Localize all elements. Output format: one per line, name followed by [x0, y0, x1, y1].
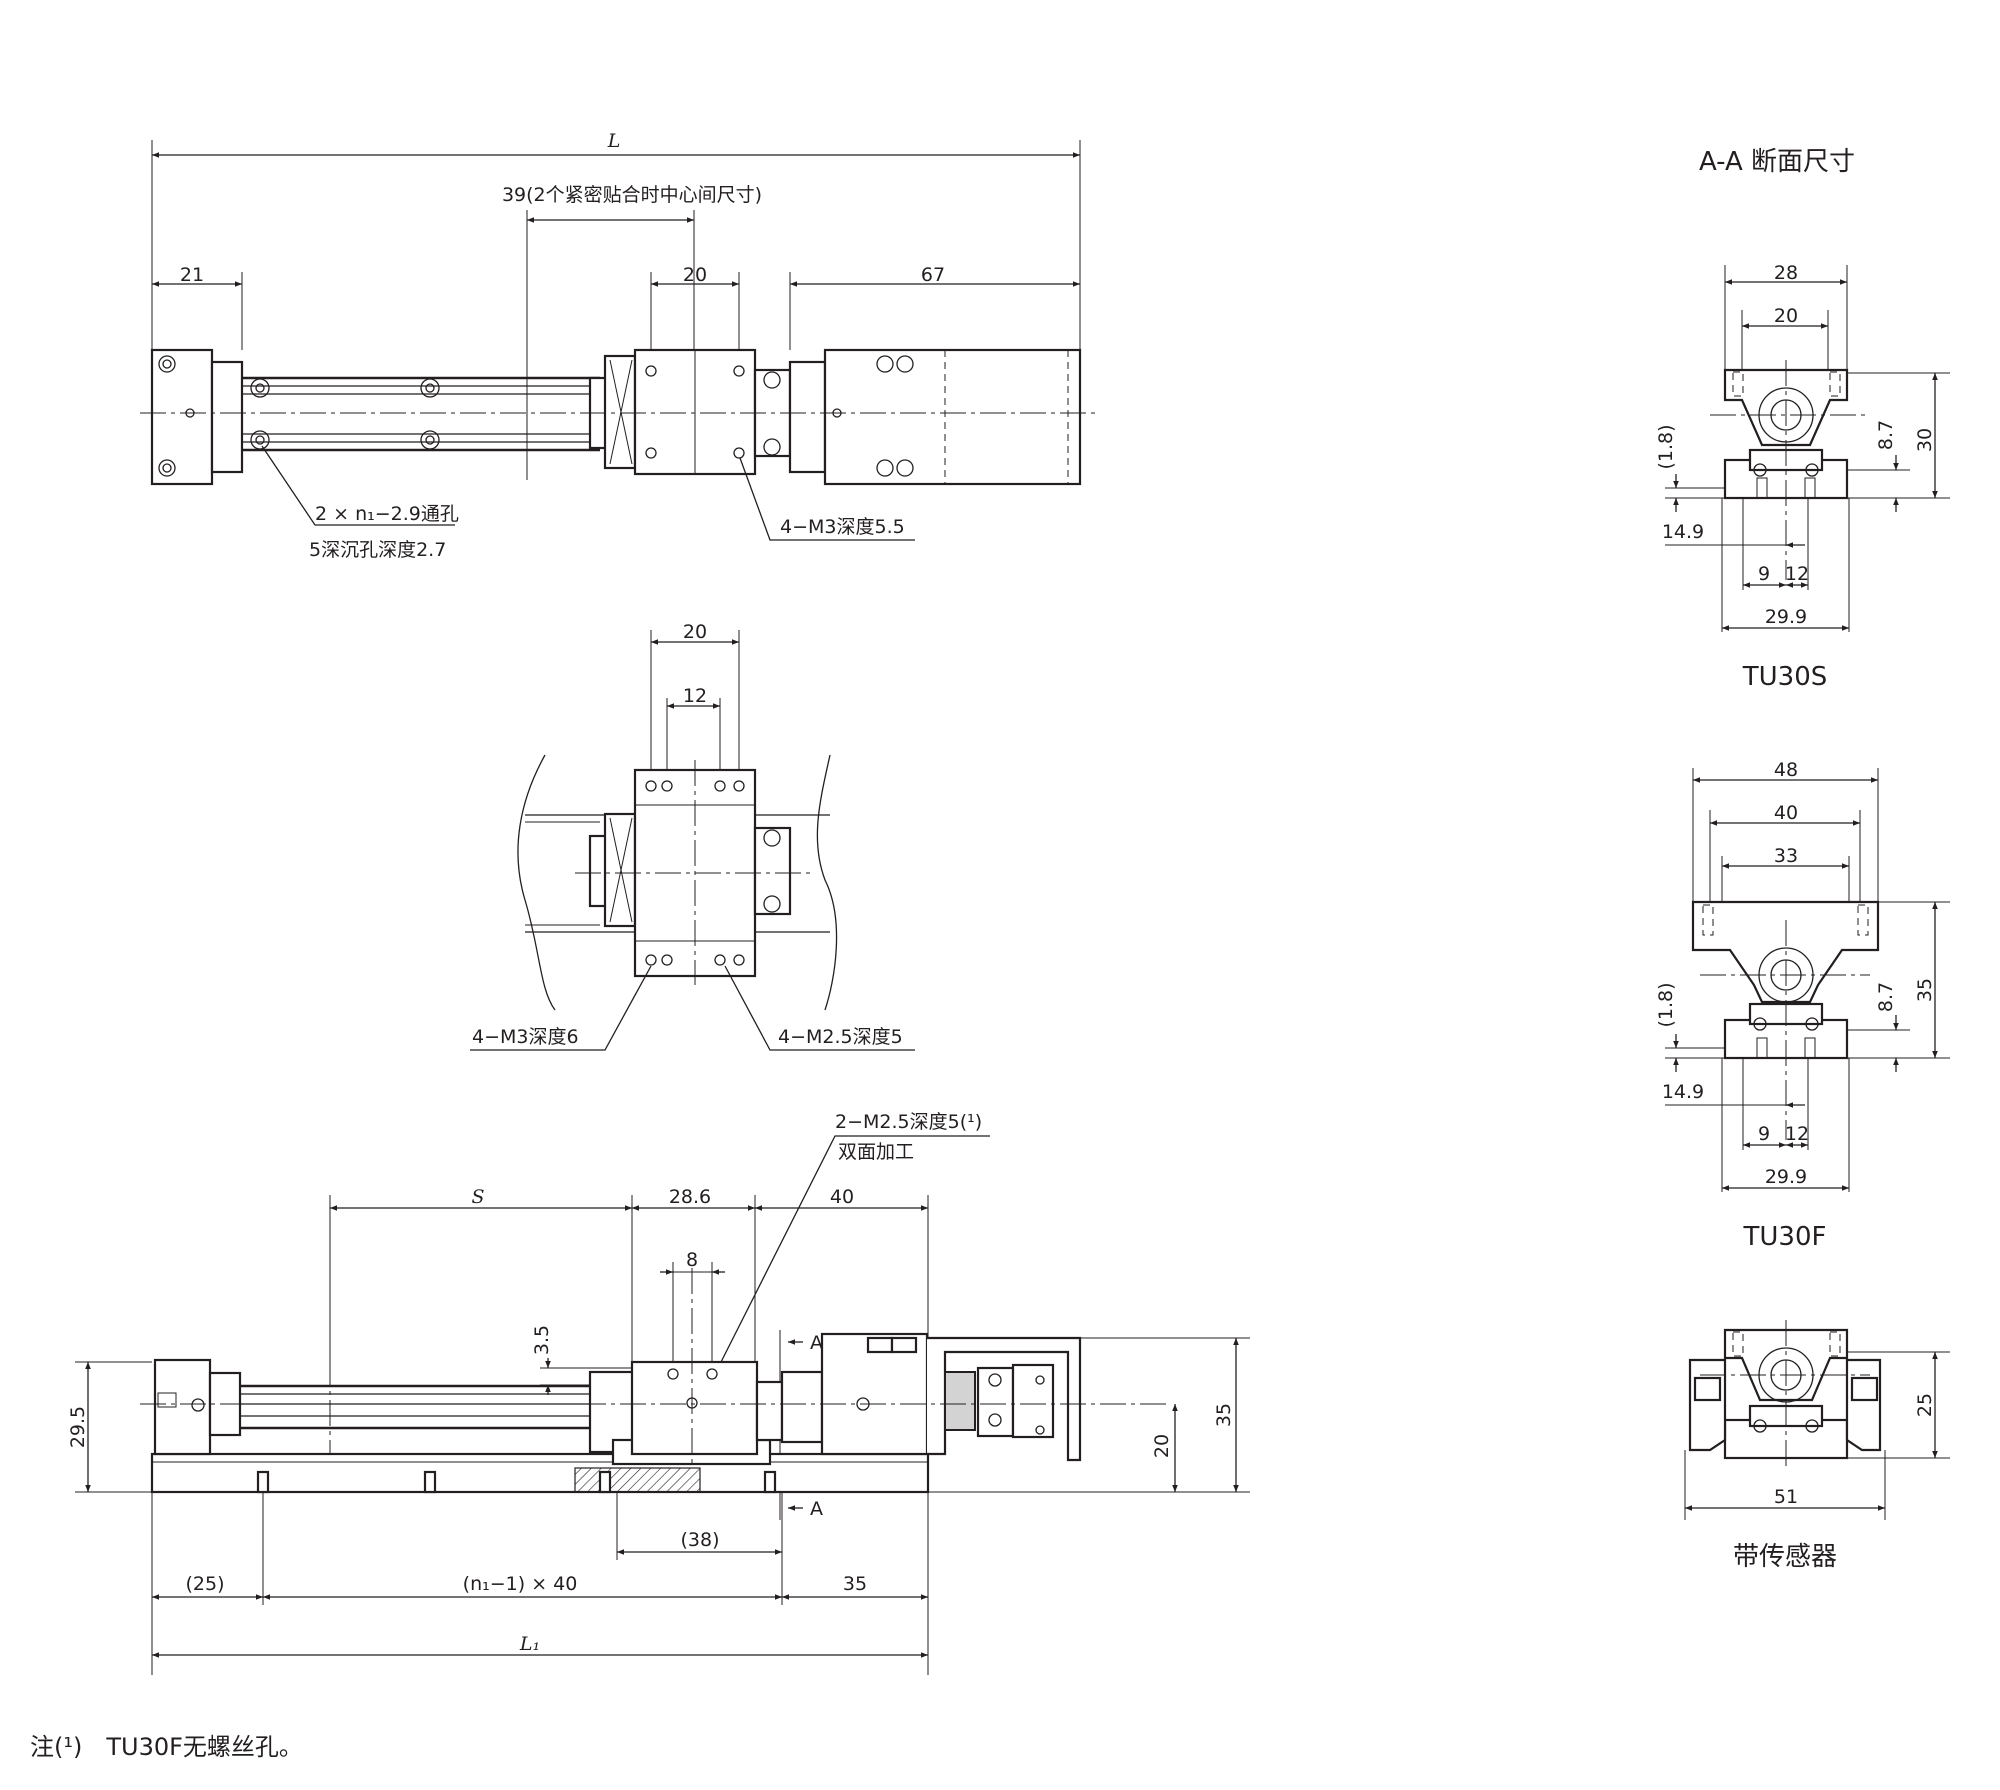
sensor-section: 25 51 带传感器: [1684, 1320, 1950, 1572]
note-table-m25: 4−M2.5深度5: [778, 1026, 903, 1048]
dim-side-295: 29.5: [67, 1406, 89, 1448]
note-m3: 4−M3深度5.5: [780, 516, 905, 538]
tu30s-label: TU30S: [1742, 662, 1828, 692]
tu30f-dim-48: 48: [1774, 759, 1798, 781]
tu30f-label: TU30F: [1743, 1222, 1827, 1252]
tu30f-dim-18: (1.8): [1655, 982, 1677, 1027]
note-side-m25-1: 2−M2.5深度5(¹): [835, 1111, 982, 1133]
dim-table-20: 20: [683, 621, 707, 643]
top-view: L 39(2个紧密贴合时中心间尺寸) 21 20 67: [140, 130, 1100, 561]
tu30s-dim-299: 29.9: [1765, 606, 1807, 628]
tu30f-dim-299: 29.9: [1765, 1166, 1807, 1188]
tu30s-dim-20: 20: [1774, 305, 1798, 327]
tu30s-dim-18: (1.8): [1655, 424, 1677, 469]
dim-L: L: [607, 130, 621, 152]
base-plate: [150, 1452, 930, 1494]
tu30s-dim-28: 28: [1774, 262, 1798, 284]
table-view: 20 12 4−M3深度6 4−M2.5深度5: [470, 621, 915, 1051]
tu30f-dim-33: 33: [1774, 845, 1798, 867]
tu30f-dim-35: 35: [1914, 978, 1936, 1002]
sensor-dim-51: 51: [1774, 1486, 1798, 1508]
tu30f-dim-40: 40: [1774, 802, 1798, 824]
dim-side-25: (25): [185, 1573, 224, 1595]
dim-side-20: 20: [1151, 1434, 1173, 1458]
tu30f-dim-87: 8.7: [1875, 982, 1897, 1012]
dim-table-12: 12: [683, 685, 707, 707]
footnote: 注(¹) TU30F无螺丝孔。: [30, 1733, 303, 1761]
dim-67: 67: [921, 264, 945, 286]
motor-block: [823, 348, 1082, 486]
dim-39: 39(2个紧密贴合时中心间尺寸): [502, 184, 762, 206]
dim-L1: L₁: [519, 1633, 540, 1655]
dim-side-35: 35: [1213, 1403, 1235, 1427]
tu30s-dim-87: 8.7: [1875, 420, 1897, 450]
tu30f-dim-12: 12: [1785, 1123, 1809, 1145]
dim-side-35b: 35: [843, 1573, 867, 1595]
tu30f-dim-9: 9: [1758, 1123, 1770, 1145]
section-a-top: A: [810, 1332, 823, 1354]
note-side-m25-2: 双面加工: [838, 1141, 914, 1163]
dim-21: 21: [180, 264, 204, 286]
dim-20: 20: [683, 264, 707, 286]
tu30f-section: 48 40 33 35 8.7 (1.8) 14.9 9 12: [1655, 759, 1950, 1252]
dim-side-pitch: (n₁−1) × 40: [463, 1573, 578, 1595]
note-holes-2: 5深沉孔深度2.7: [309, 539, 446, 561]
dim-286: 28.6: [669, 1186, 711, 1208]
tu30s-dim-9: 9: [1758, 563, 1770, 585]
tu30s-dim-149: 14.9: [1662, 521, 1704, 543]
dim-side-8: 8: [686, 1249, 698, 1271]
dim-side-38: (38): [680, 1529, 719, 1551]
dim-side-35v: 3.5: [531, 1325, 553, 1355]
note-table-m3: 4−M3深度6: [472, 1026, 579, 1048]
tu30s-dim-12: 12: [1785, 563, 1809, 585]
dim-side-40: 40: [830, 1186, 854, 1208]
tu30f-dim-149: 14.9: [1662, 1081, 1704, 1103]
section-title: A-A 断面尺寸: [1699, 147, 1855, 177]
sensor-dim-25: 25: [1914, 1393, 1936, 1417]
note-holes-1: 2 × n₁−2.9通孔: [315, 503, 459, 525]
tu30s-section: 28 20 30 8.7 (1.8) 14.9 9 12: [1655, 262, 1950, 692]
sensor-label: 带传感器: [1733, 1542, 1837, 1572]
section-a-bottom: A: [810, 1498, 823, 1520]
side-view: 2−M2.5深度5(¹) 双面加工 S 28.6 40 8 3.5 A A: [67, 1111, 1250, 1675]
tu30s-dim-30: 30: [1914, 428, 1936, 452]
dim-S: S: [471, 1186, 484, 1208]
